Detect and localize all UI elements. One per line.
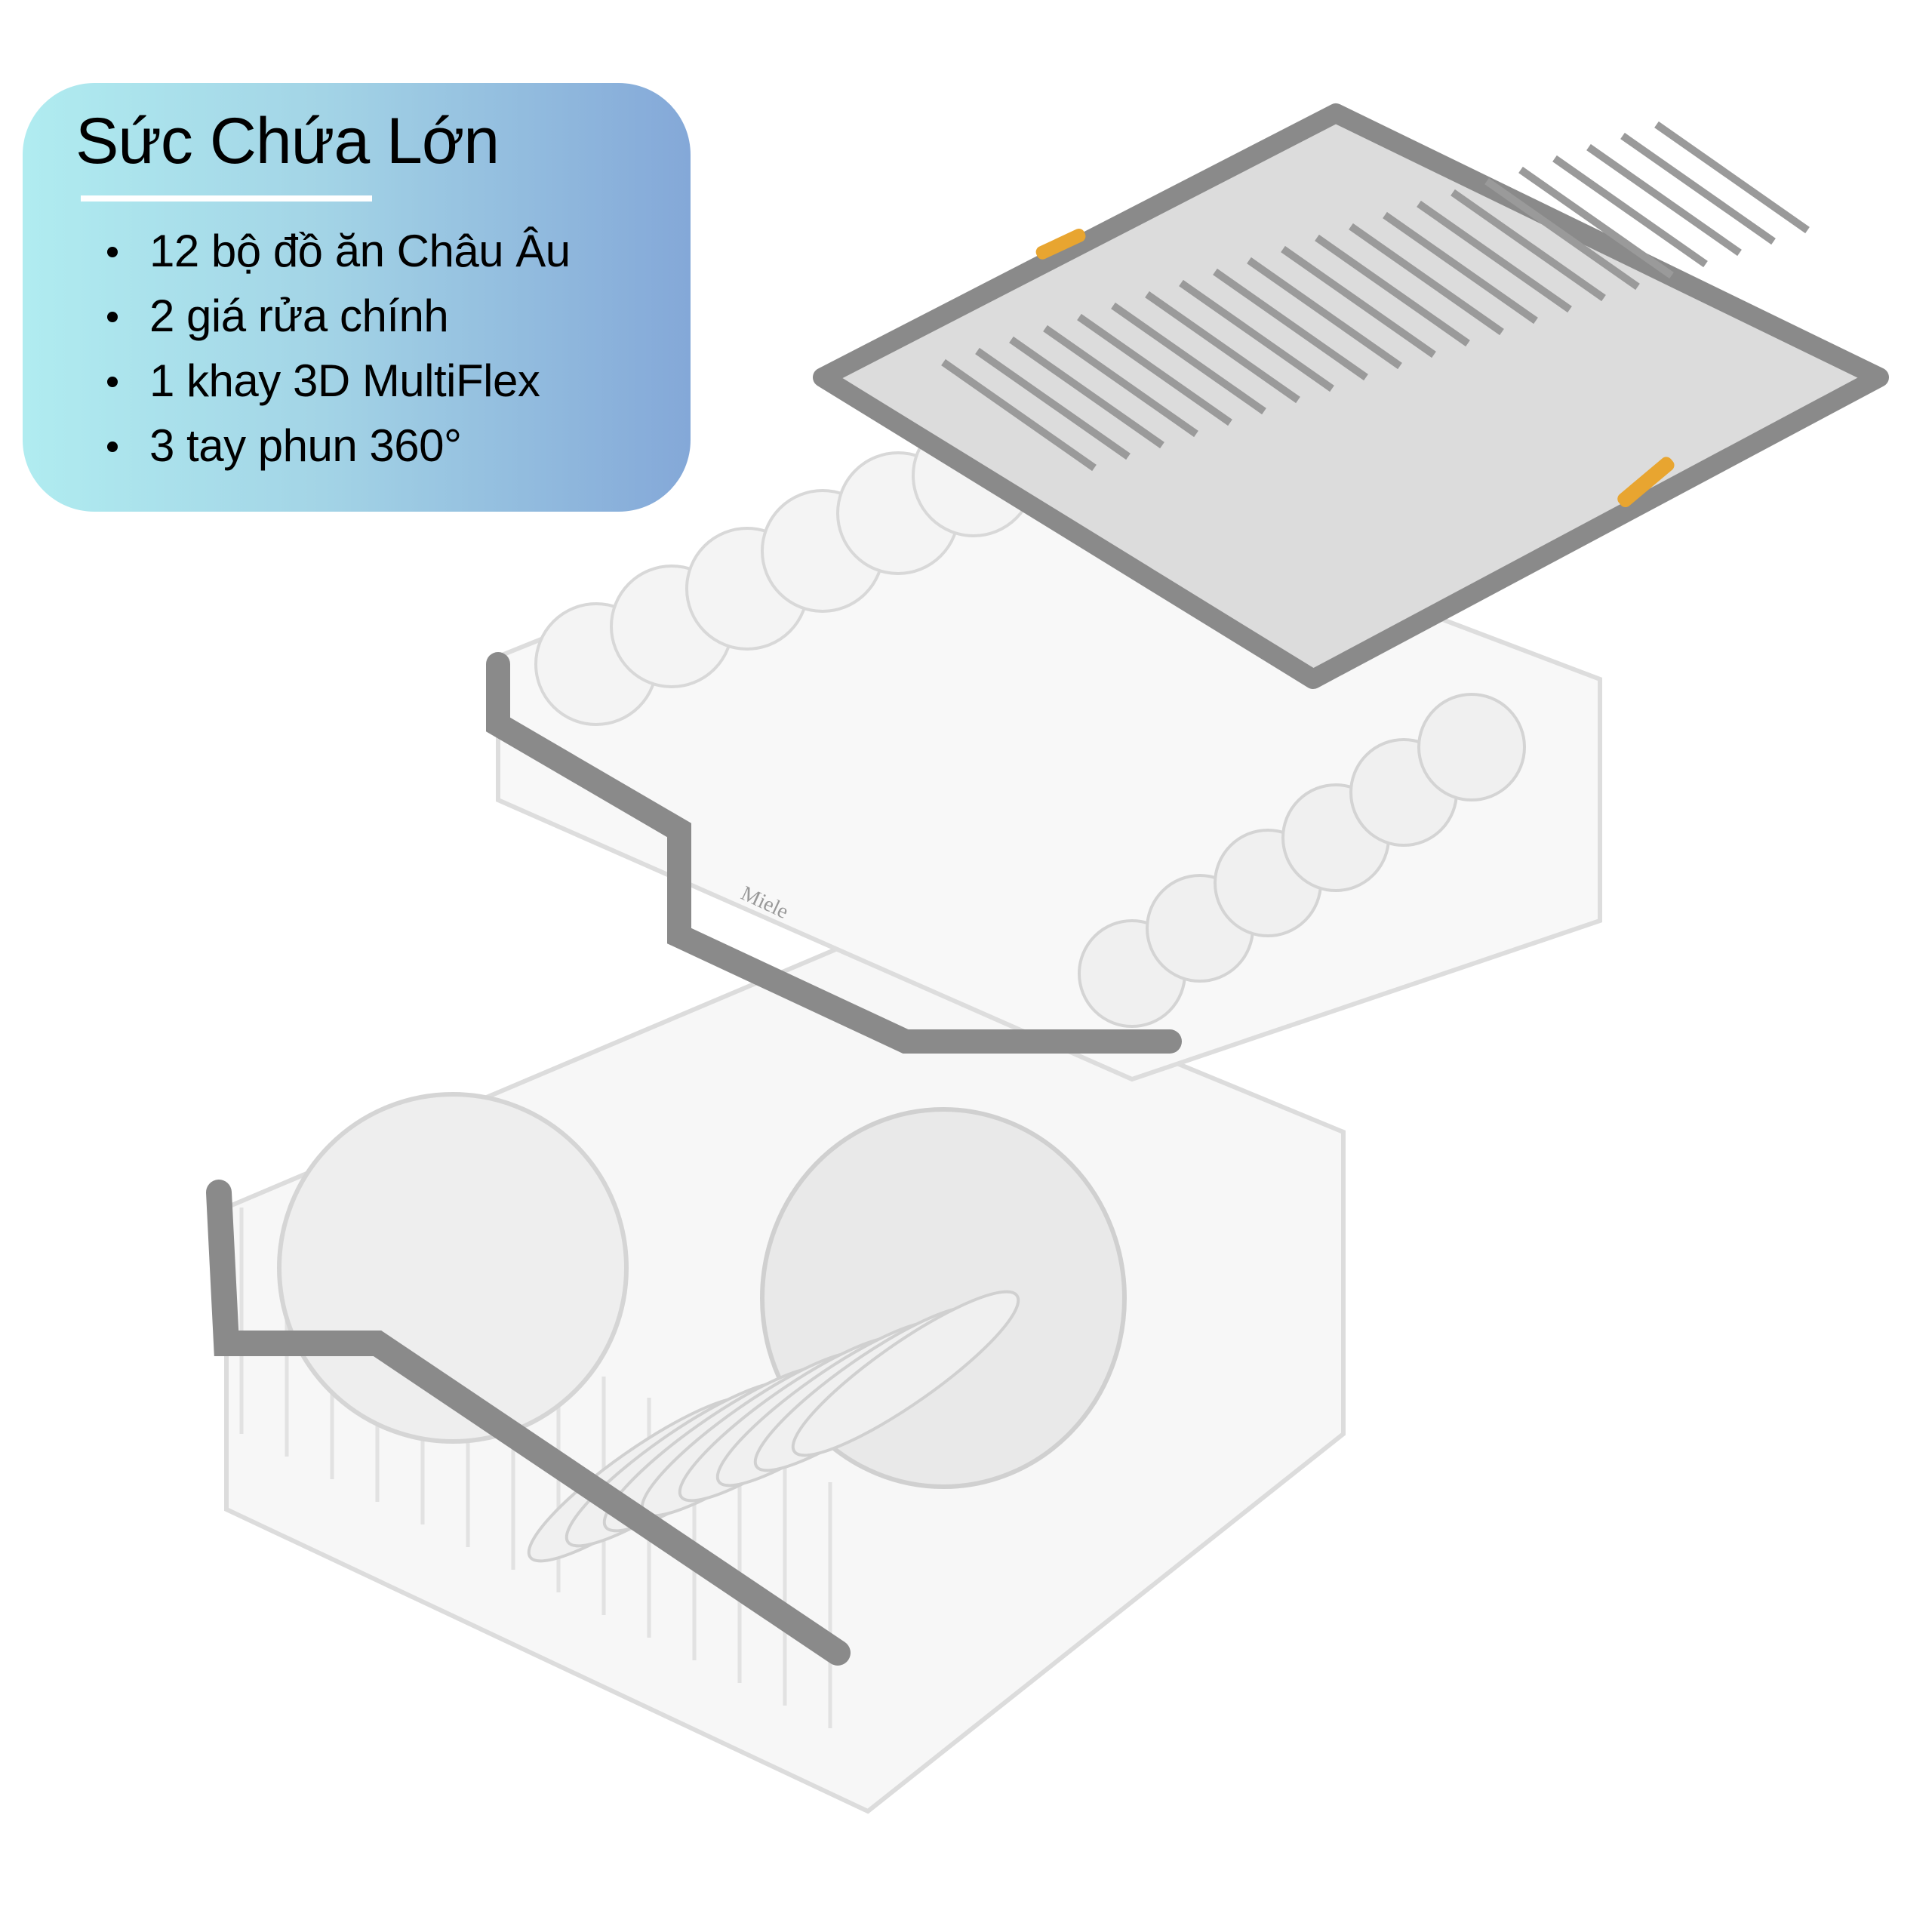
cutlery-slot <box>1383 211 1538 325</box>
cutlery-slot <box>1518 166 1674 279</box>
cutlery-slot <box>1417 200 1572 313</box>
cutlery-slot <box>1484 177 1640 291</box>
bullet-icon <box>107 377 118 387</box>
cutlery-slot <box>1213 268 1368 381</box>
feature-item: 2 giá rửa chính <box>75 284 571 349</box>
cutlery-slot <box>1145 291 1300 404</box>
title-underline <box>81 195 372 202</box>
cutlery-slot <box>1349 223 1504 336</box>
cup <box>1417 693 1526 801</box>
cutlery-slot <box>1009 336 1164 449</box>
feature-list: 12 bộ đồ ăn Châu Âu 2 giá rửa chính 1 kh… <box>75 219 571 478</box>
bullet-icon <box>107 441 118 452</box>
cutlery-slot <box>1247 257 1402 370</box>
cutlery-slot <box>1620 132 1776 245</box>
bullet-icon <box>107 312 118 322</box>
feature-item: 12 bộ đồ ăn Châu Âu <box>75 219 571 284</box>
cutlery-slot <box>1552 155 1708 268</box>
cutlery-slot <box>1111 302 1266 415</box>
feature-item: 1 khay 3D MultiFlex <box>75 349 571 414</box>
info-title: Sức Chứa Lớn <box>75 105 500 177</box>
feature-info-box: Sức Chứa Lớn 12 bộ đồ ăn Châu Âu 2 giá r… <box>23 83 691 512</box>
cutlery-slot <box>1451 189 1606 302</box>
lower-rack <box>206 933 1346 1814</box>
cutlery-slot <box>1315 234 1470 347</box>
cutlery-tray <box>813 103 1889 689</box>
cutlery-slot <box>941 358 1097 472</box>
bullet-icon <box>107 247 118 257</box>
cutlery-slot <box>1586 143 1742 257</box>
cutlery-slot <box>1281 245 1436 358</box>
cutlery-slot <box>1179 279 1334 392</box>
feature-item: 3 tay phun 360° <box>75 414 571 478</box>
cutlery-slot <box>1077 313 1232 426</box>
cutlery-slot <box>1654 121 1810 234</box>
plate <box>791 1290 1020 1457</box>
cutlery-slot <box>1043 325 1198 438</box>
cutlery-slot <box>975 347 1131 460</box>
